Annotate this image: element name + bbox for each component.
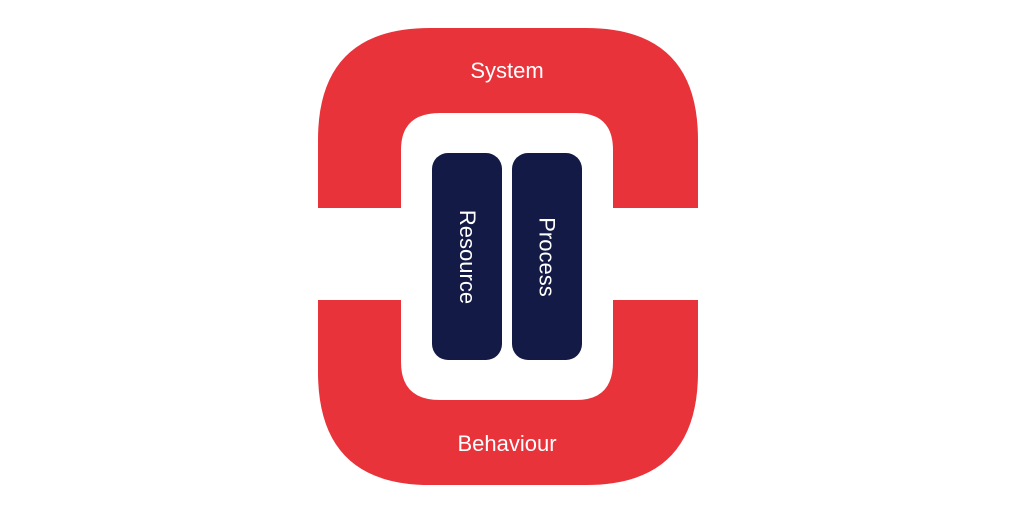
process-block: Process — [512, 153, 582, 360]
system-label: System — [470, 58, 544, 83]
behaviour-label: Behaviour — [457, 431, 557, 456]
resource-label: Resource — [455, 209, 480, 304]
ring-top-arc — [318, 28, 698, 208]
resource-block: Resource — [432, 153, 502, 360]
process-label: Process — [535, 216, 561, 297]
ring-bottom-arc — [318, 300, 698, 485]
